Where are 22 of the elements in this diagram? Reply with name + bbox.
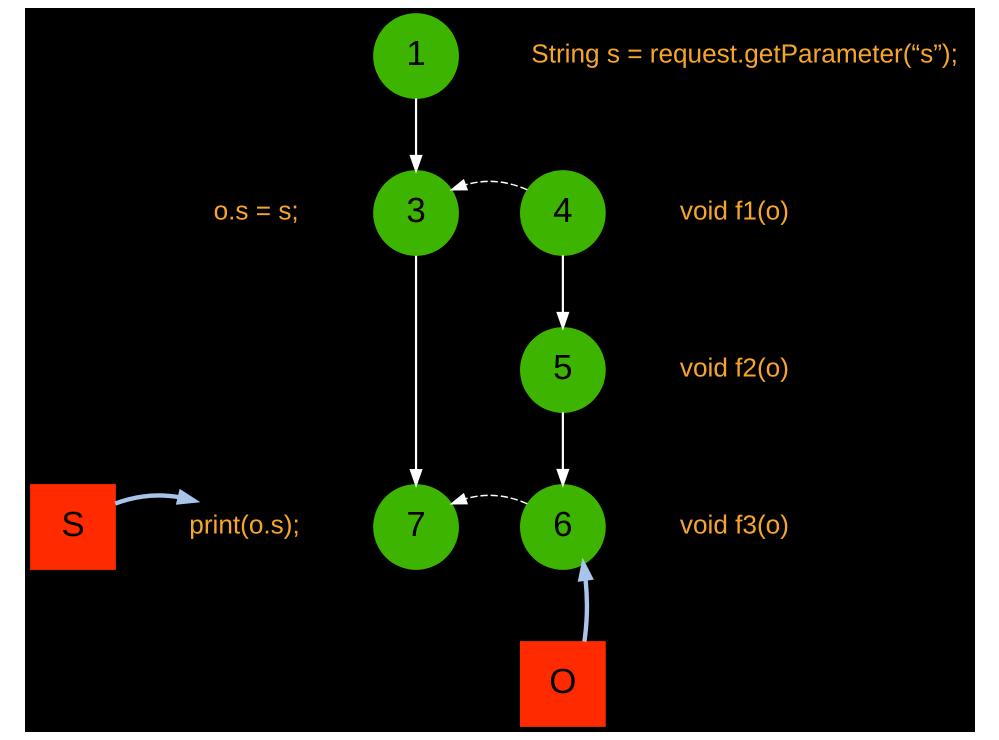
node-box: S bbox=[30, 484, 116, 570]
node-label: void f1(o) bbox=[679, 195, 788, 226]
node-circle: 4 bbox=[519, 170, 606, 256]
node-circle: 7 bbox=[372, 484, 458, 570]
node-label: o.s = s; bbox=[213, 195, 298, 226]
node-label: void f2(o) bbox=[679, 352, 788, 382]
node-box: O bbox=[519, 641, 606, 727]
arrow bbox=[556, 255, 569, 331]
arrow bbox=[449, 492, 527, 505]
node-text: print(o.s); bbox=[188, 509, 300, 540]
node-label: String s = request.getParameter(“s”); bbox=[530, 38, 958, 68]
arrow bbox=[577, 558, 594, 642]
node-label: void f3(o) bbox=[679, 509, 788, 540]
node-circle: 5 bbox=[519, 327, 606, 413]
arrow bbox=[114, 488, 200, 506]
arrow bbox=[408, 98, 422, 174]
node-circle: 1 bbox=[372, 13, 458, 99]
arrow bbox=[449, 178, 527, 191]
arrow bbox=[408, 256, 422, 488]
node-circle: 6 bbox=[519, 484, 606, 570]
node-circle: 3 bbox=[372, 170, 458, 256]
arrow bbox=[556, 412, 569, 488]
